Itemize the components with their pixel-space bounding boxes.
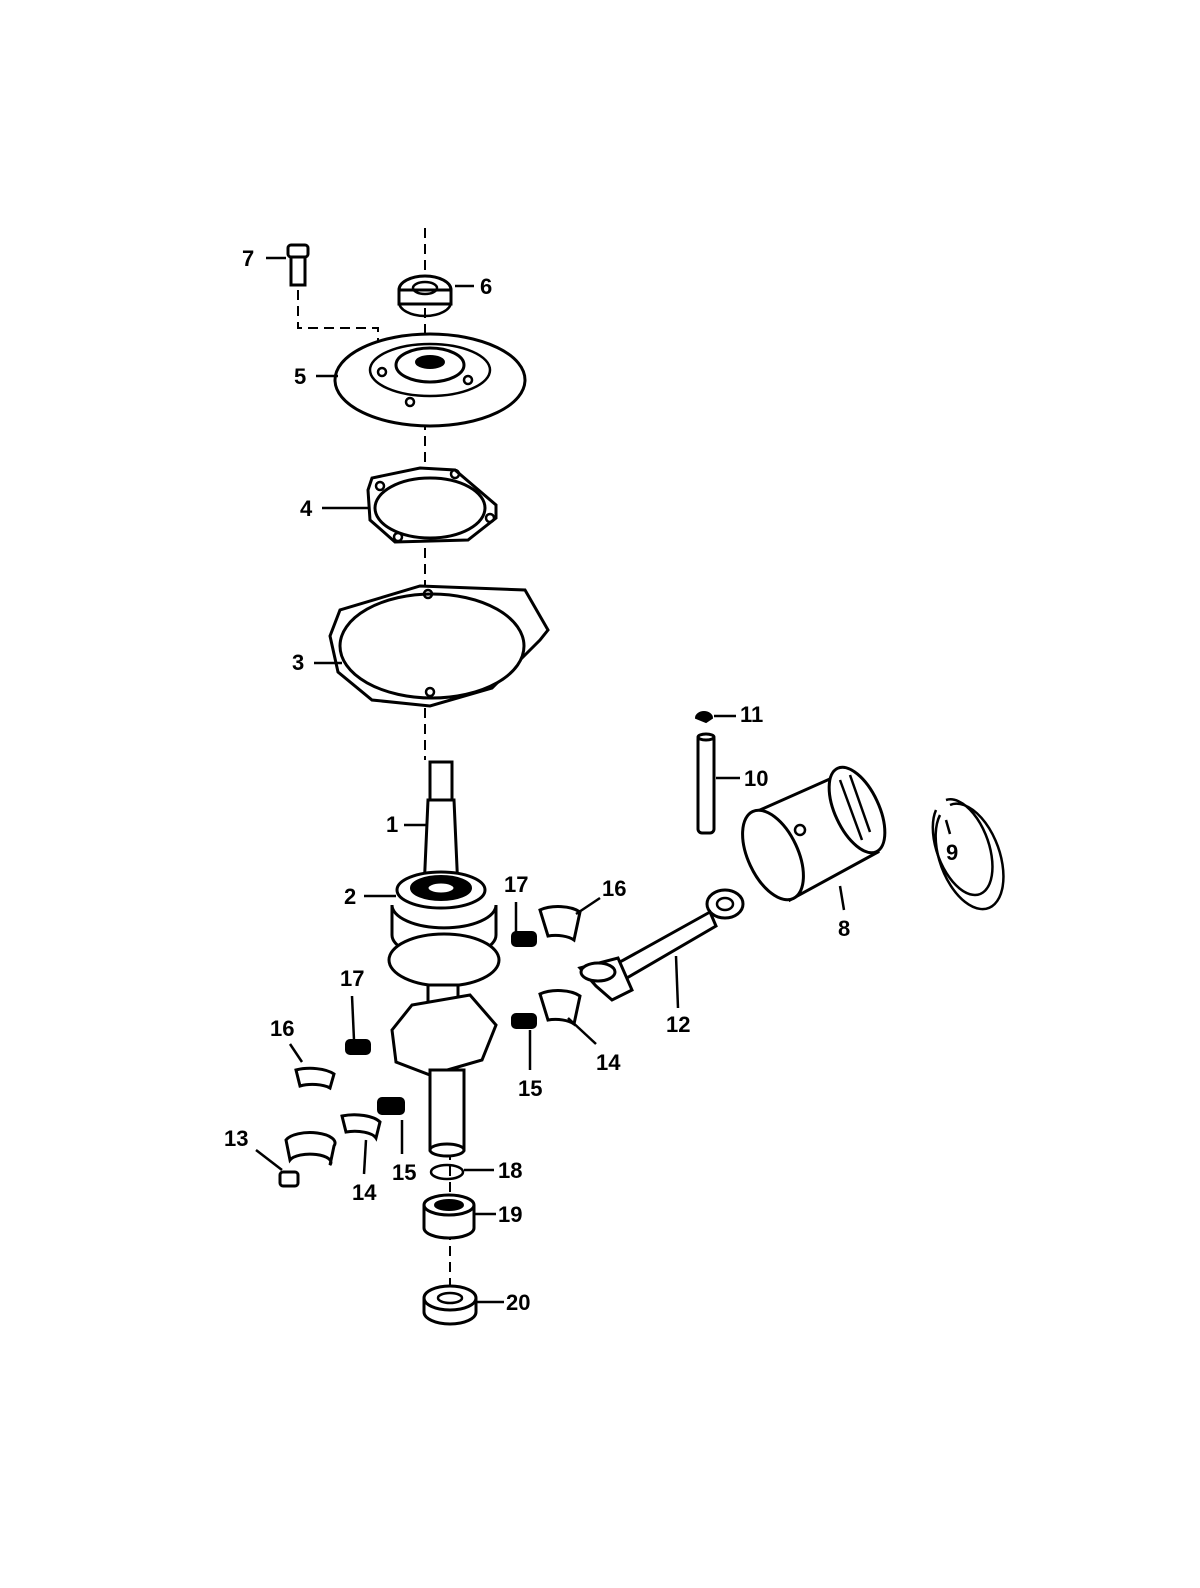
connecting-rod-icon	[577, 888, 745, 1002]
lower-bearing-icon	[422, 1193, 476, 1240]
gasket-large-icon	[328, 584, 550, 708]
washer-icon	[429, 1163, 465, 1181]
bearing-half-16-left-icon	[294, 1066, 336, 1091]
bearing-half-14-left-icon	[340, 1113, 382, 1142]
piston-ring-icon	[931, 798, 1005, 911]
callout-16-left: 16	[270, 1016, 294, 1041]
callout-5: 5	[294, 364, 306, 389]
callout-15-right: 15	[518, 1076, 542, 1101]
callout-14-left: 14	[352, 1180, 377, 1205]
callout-15-left: 15	[392, 1160, 416, 1185]
callout-9: 9	[946, 840, 958, 865]
callout-19: 19	[498, 1202, 522, 1227]
callout-11: 11	[740, 702, 763, 727]
lower-seal-icon	[422, 1284, 478, 1326]
callout-10: 10	[744, 766, 768, 791]
wrist-pin-icon	[696, 732, 716, 835]
callout-12: 12	[666, 1012, 690, 1037]
callout-4: 4	[300, 496, 313, 521]
callout-14-right: 14	[596, 1050, 621, 1075]
callout-17-upper: 17	[504, 872, 528, 897]
roller-cage-17-upper-icon	[511, 931, 537, 947]
rod-cap-screw-icon	[278, 1131, 337, 1188]
roller-cage-17-left-icon	[345, 1039, 371, 1055]
callout-3: 3	[292, 650, 304, 675]
callout-7: 7	[242, 246, 254, 271]
top-seal-icon	[397, 274, 453, 318]
callout-6: 6	[480, 274, 492, 299]
callout-13: 13	[224, 1126, 248, 1151]
callout-1: 1	[386, 812, 398, 837]
callout-8: 8	[838, 916, 850, 941]
cap-screw-icon	[286, 243, 379, 358]
crankshaft-icon	[387, 760, 501, 1158]
callout-17-left: 17	[340, 966, 364, 991]
gasket-small-icon	[366, 466, 498, 544]
leader-lines	[255, 256, 952, 1304]
callout-18: 18	[498, 1158, 522, 1183]
callout-16-upper: 16	[602, 876, 626, 901]
roller-cage-15-left-icon	[377, 1097, 405, 1115]
callout-20: 20	[506, 1290, 530, 1315]
pin-lock-icon	[694, 711, 714, 724]
end-cap-icon	[333, 332, 527, 428]
bearing-half-14-right-icon	[538, 989, 582, 1027]
callout-2: 2	[344, 884, 356, 909]
bearing-half-16-upper-icon	[538, 905, 582, 943]
roller-cage-15-right-icon	[511, 1013, 537, 1029]
piston-icon	[741, 765, 887, 903]
